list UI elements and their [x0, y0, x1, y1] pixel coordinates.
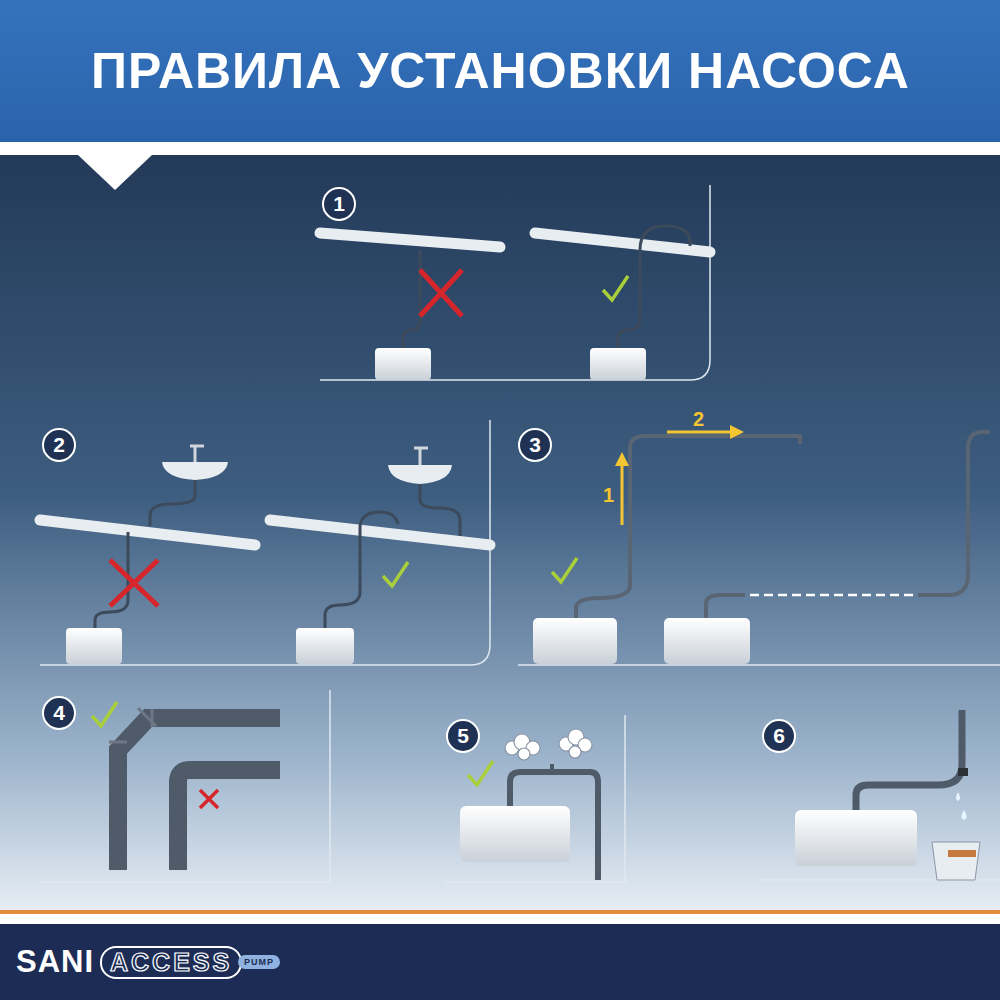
callout-number: 2	[42, 428, 76, 462]
callout-number: 3	[518, 428, 552, 462]
callout-number: 6	[762, 719, 796, 753]
logo-text: ACCESS	[100, 946, 242, 979]
logo-text: SANI	[16, 944, 94, 980]
callout-number: 5	[446, 719, 480, 753]
page-title: ПРАВИЛА УСТАНОВКИ НАСОСА	[91, 42, 910, 100]
logo-badge: PUMP	[238, 955, 280, 969]
arrow-label: 1	[603, 484, 614, 507]
callout-number: 4	[42, 696, 76, 730]
callout-number: 1	[322, 187, 356, 221]
arrow-label: 2	[693, 408, 704, 431]
